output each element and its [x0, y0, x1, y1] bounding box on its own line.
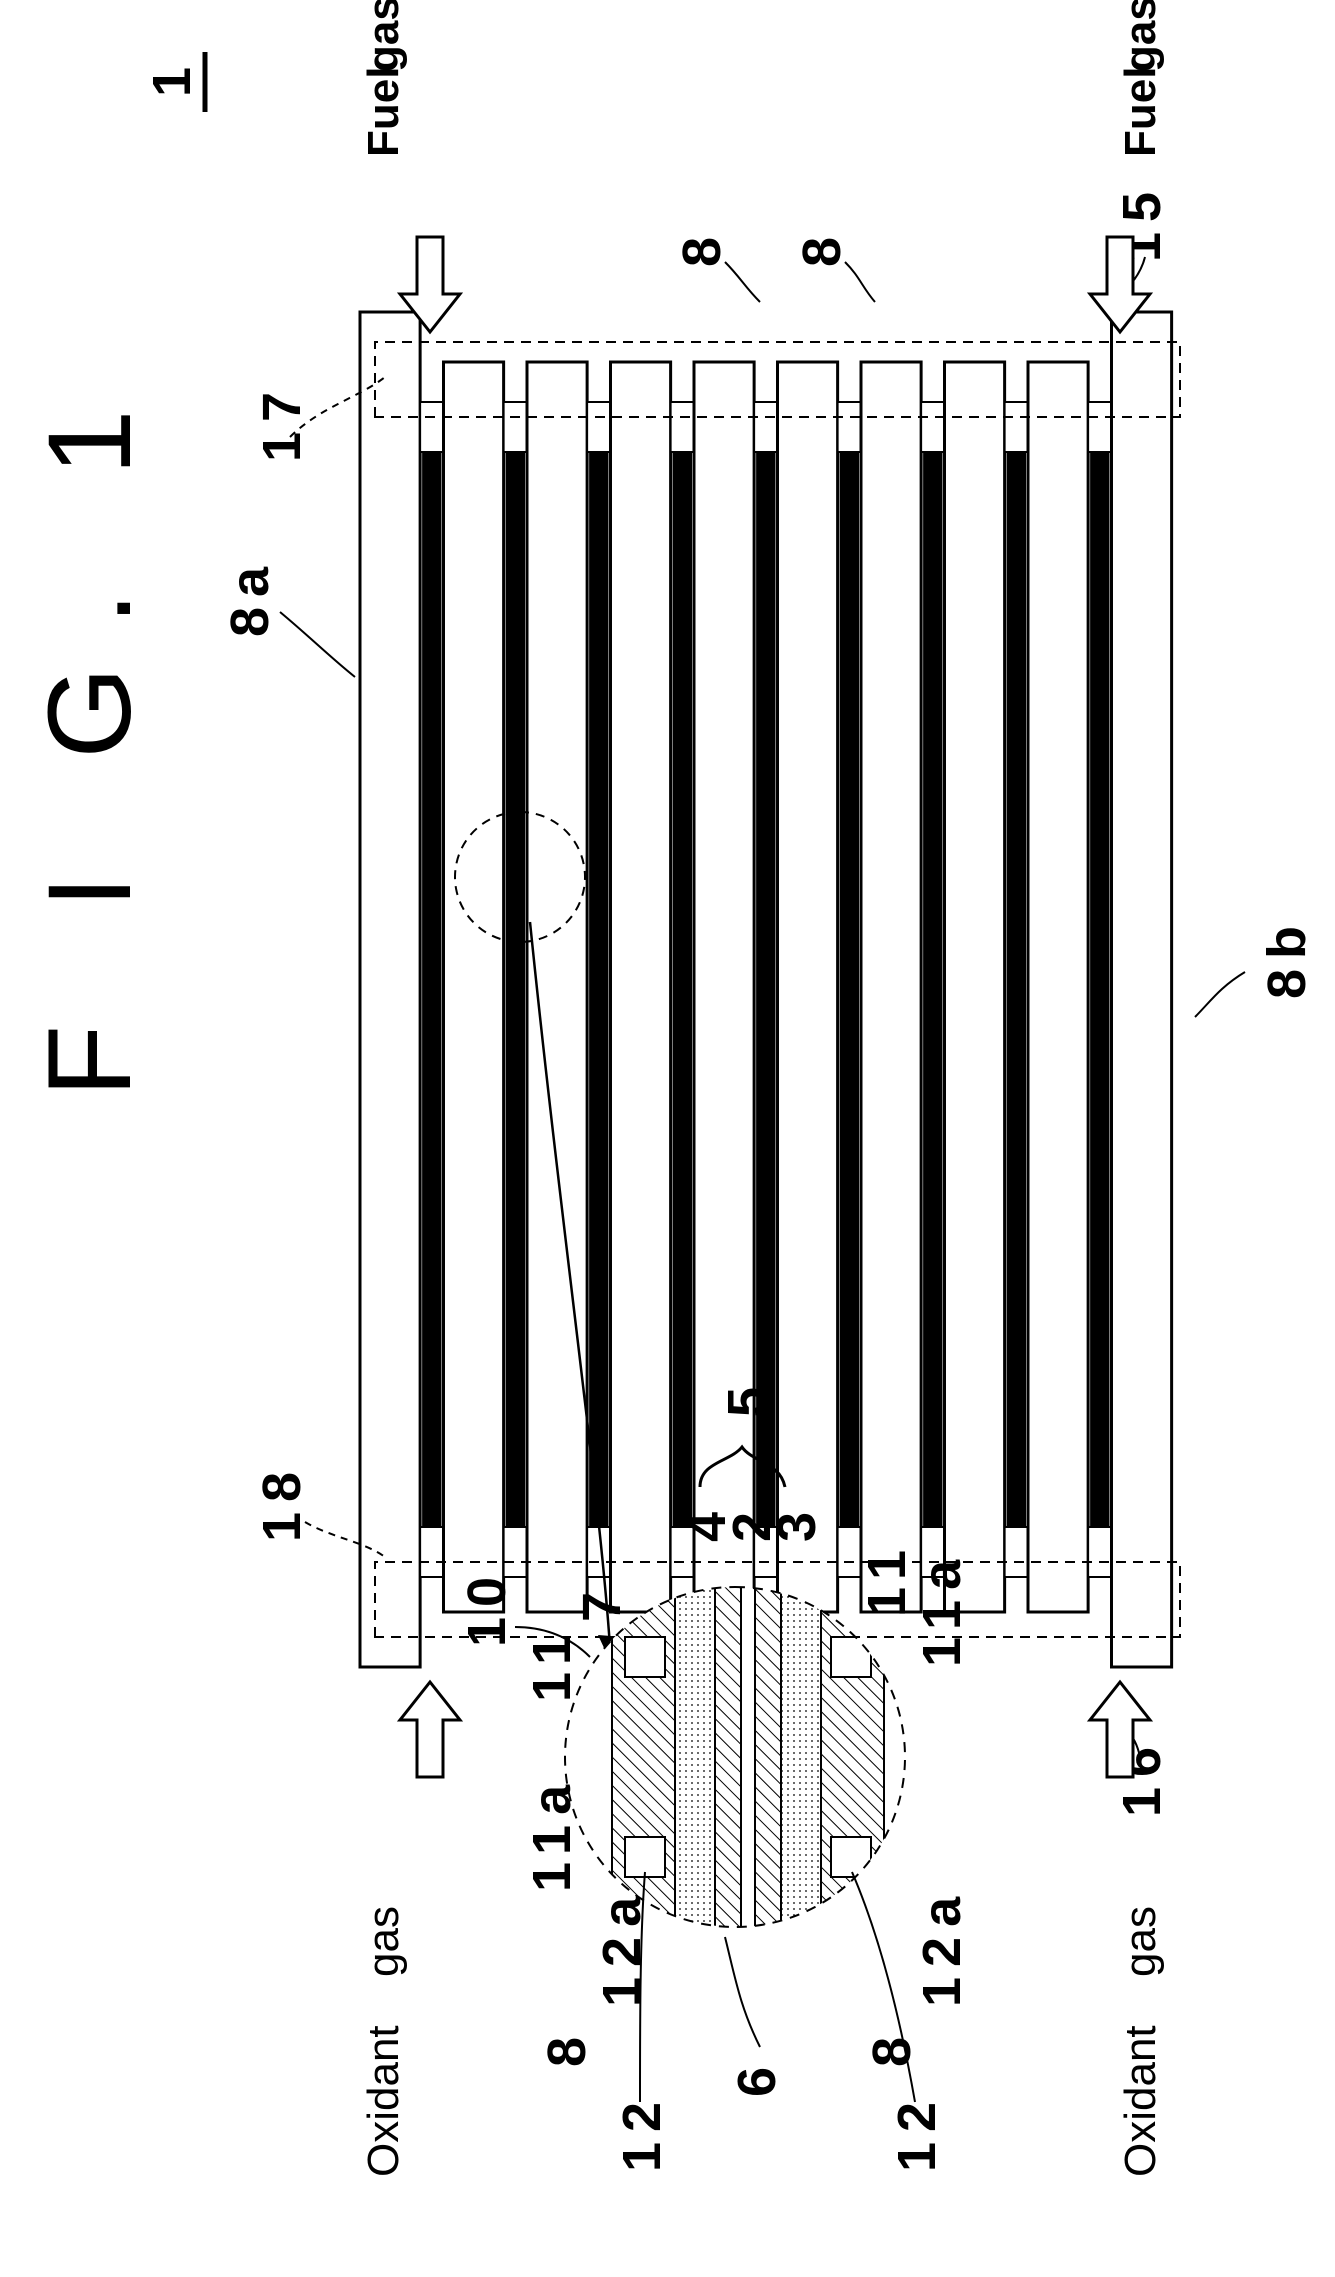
oxidant-gas-bottom-word2: gas — [1116, 1906, 1165, 1977]
gasket-right-4 — [671, 402, 694, 452]
mea-layer-6 — [840, 452, 859, 1527]
layer-membrane-2 — [741, 1537, 755, 1977]
separator-plate-6 — [778, 362, 838, 1612]
channel-11-right — [831, 1637, 871, 1677]
gasket-right-7 — [921, 402, 944, 452]
detail-label-11a-tl: 11a — [522, 1775, 582, 1892]
layer-catalyst-4 — [715, 1537, 741, 1977]
figure-title: F I G. 1 — [24, 368, 156, 1097]
gasket-left-1 — [420, 1527, 443, 1577]
leader-8-upper — [725, 262, 760, 302]
layer-catalyst-3 — [755, 1537, 781, 1977]
gasket-right-1 — [420, 402, 443, 452]
label-8-lower: 8 — [792, 227, 852, 267]
gasket-right-5 — [754, 402, 777, 452]
detail-label-3: 3 — [767, 1502, 827, 1542]
separator-plate-4 — [611, 362, 671, 1612]
leader-12-br — [852, 1872, 915, 2102]
detail-label-8-r: 8 — [862, 2027, 922, 2067]
mea-layer-7 — [923, 452, 942, 1527]
gasket-right-8 — [1005, 402, 1028, 452]
mea-layer-2 — [506, 452, 525, 1527]
detail-label-11-tl: 11 — [522, 1625, 582, 1702]
separator-plate-5 — [694, 362, 754, 1612]
mea-layer-4 — [673, 452, 692, 1527]
fuel-gas-bottom-word1: Fuel — [1116, 67, 1165, 157]
detail-label-5: 5 — [717, 1377, 777, 1417]
detail-label-11a-r: 11a — [912, 1550, 972, 1667]
leader-6 — [725, 1937, 760, 2047]
channel-11-left — [625, 1637, 665, 1677]
mea-layer-1 — [422, 452, 441, 1527]
label-18: 18 — [252, 1462, 312, 1542]
channel-12-right — [831, 1837, 871, 1877]
oxidant-gas-bottom-word1: Oxidant — [1116, 2025, 1165, 2177]
detail-label-12-br: 12 — [887, 2092, 947, 2172]
fuel-gas-top-word1: Fuel — [359, 67, 408, 157]
oxidant-gas-top-word1: Oxidant — [359, 2025, 408, 2177]
detail-label-10: 10 — [457, 1567, 517, 1647]
gasket-right-3 — [587, 402, 610, 452]
mea-layer-8 — [1007, 452, 1026, 1527]
mea-layer-5 — [756, 452, 775, 1527]
detail-label-12a-r: 12a — [912, 1887, 972, 2007]
separator-plate-10 — [1112, 312, 1172, 1667]
detail-label-6: 6 — [727, 2057, 787, 2097]
label-8b: 8b — [1257, 916, 1317, 999]
gasket-left-9 — [1088, 1527, 1111, 1577]
mea-layer-9 — [1090, 452, 1109, 1527]
separator-plate-1 — [360, 312, 420, 1667]
label-8a: 8a — [220, 557, 280, 637]
separator-plate-8 — [945, 362, 1005, 1612]
layer-gas-diffusion-6 — [675, 1537, 715, 1977]
detail-label-7: 7 — [572, 1582, 632, 1622]
detail-label-11-tr: 11 — [857, 1540, 917, 1617]
separator-plate-2 — [444, 362, 504, 1612]
label-17: 17 — [252, 382, 312, 462]
leader-8-lower — [845, 262, 875, 302]
leader-8b — [1195, 972, 1245, 1017]
gasket-right-9 — [1088, 402, 1111, 452]
detail-label-12-bl: 12 — [612, 2092, 672, 2172]
fuel-gas-top-word2: gas — [359, 0, 408, 72]
fuel-gas-bottom-word2: gas — [1116, 0, 1165, 72]
cell-stack — [360, 312, 1180, 1667]
separator-plate-9 — [1028, 362, 1088, 1612]
gasket-right-2 — [504, 402, 527, 452]
separator-plate-7 — [861, 362, 921, 1612]
detail-label-8-l: 8 — [537, 2027, 597, 2067]
label-8-upper: 8 — [672, 227, 732, 267]
gasket-right-6 — [838, 402, 861, 452]
assembly-label: 1 — [142, 57, 202, 97]
oxidant-gas-top-word2: gas — [359, 1906, 408, 1977]
leader-8a — [280, 612, 355, 677]
gasket-left-8 — [1005, 1527, 1028, 1577]
mea-layer-3 — [589, 452, 608, 1527]
oxidant-gas-arrow-top — [400, 1682, 460, 1777]
channel-12-left — [625, 1837, 665, 1877]
